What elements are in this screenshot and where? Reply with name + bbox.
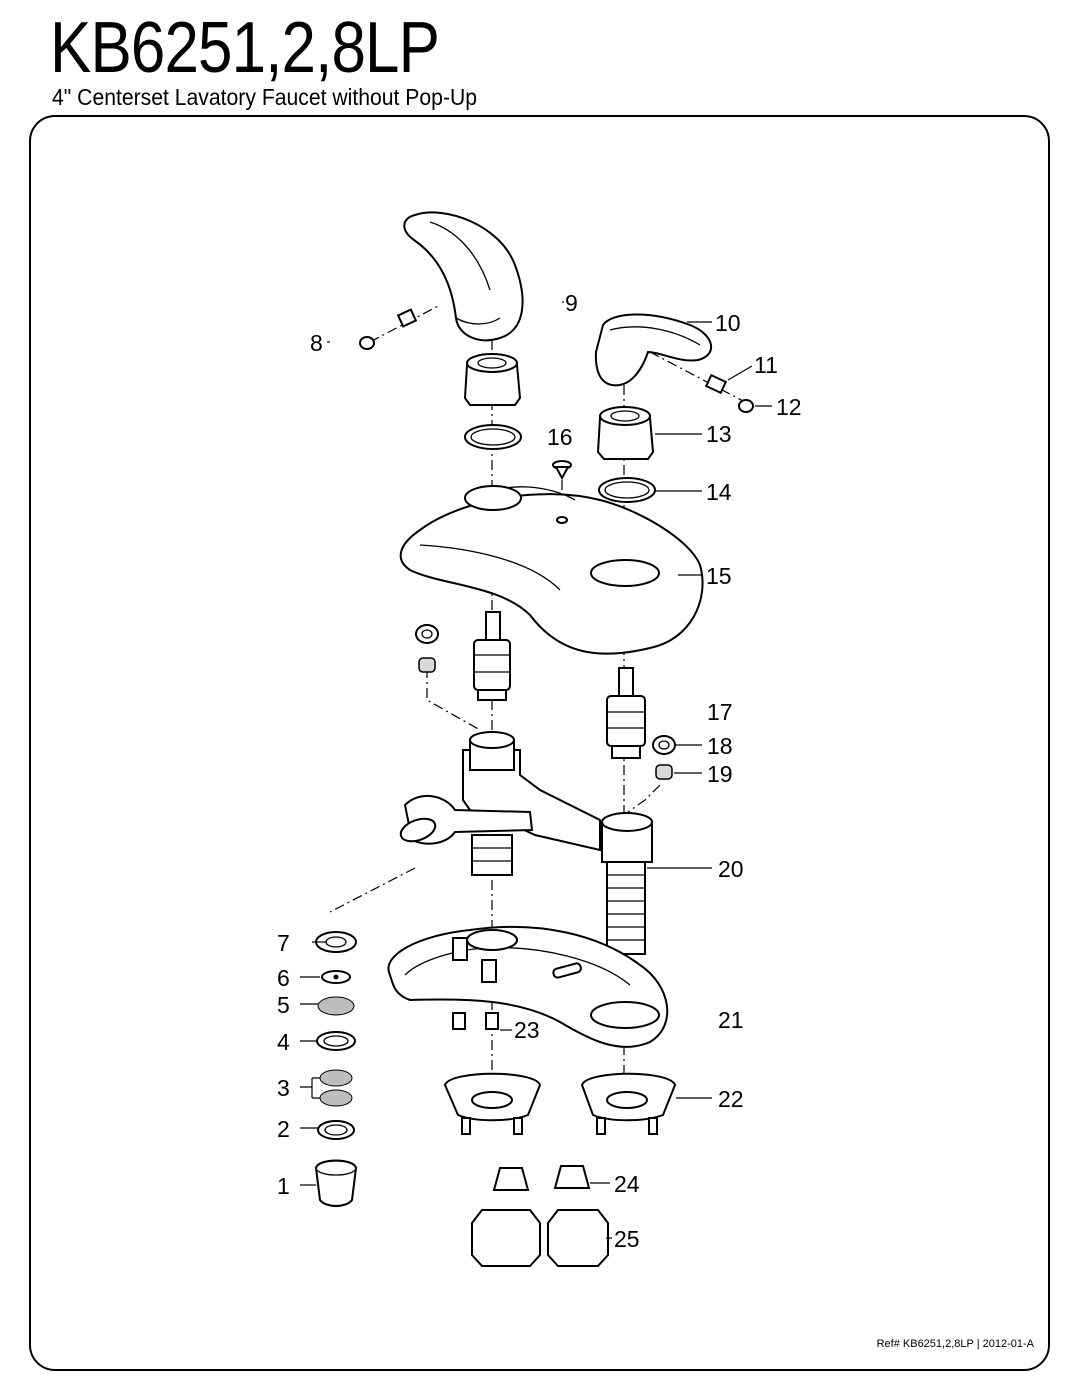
- reference-footer: Ref# KB6251,2,8LP | 2012-01-A: [877, 1338, 1034, 1350]
- aerator-stack: [314, 931, 358, 1207]
- seat-18: [652, 735, 676, 755]
- compression-sleeves: [492, 1165, 591, 1191]
- callout-12: 12: [776, 394, 802, 420]
- callout-8: 8: [310, 330, 323, 356]
- spring-19: [655, 764, 673, 780]
- callout-5: 5: [277, 992, 290, 1018]
- index-button-screw: [552, 460, 572, 481]
- mounting-screws: [452, 1012, 499, 1030]
- callout-25: 25: [614, 1226, 640, 1252]
- product-description: 4" Centerset Lavatory Faucet without Pop…: [52, 84, 478, 110]
- callout-19: 19: [707, 761, 733, 787]
- left-handle-adapter: [463, 353, 522, 406]
- callout-4: 4: [277, 1029, 290, 1055]
- deck-cover-plate: [399, 485, 704, 655]
- callout-numbers: 1 2 3 4 5 6 7 8 9 10 11 12 13 14 15 16 1…: [277, 290, 802, 1252]
- callout-23: 23: [514, 1017, 540, 1043]
- callout-24: 24: [614, 1171, 640, 1197]
- model-number-title: KB6251,2,8LP: [50, 8, 440, 88]
- right-cartridge: [606, 667, 646, 759]
- callout-15: 15: [706, 563, 732, 589]
- callout-22: 22: [718, 1086, 744, 1112]
- right-handle-adapter: [596, 406, 655, 460]
- callout-14: 14: [706, 479, 732, 505]
- callout-7: 7: [277, 930, 290, 956]
- callout-20: 20: [718, 856, 744, 882]
- set-screw-left: [359, 308, 418, 350]
- callout-21: 21: [718, 1007, 744, 1033]
- set-screw-right: [704, 373, 754, 413]
- callout-1: 1: [277, 1173, 290, 1199]
- diagram-frame: [29, 115, 1050, 1371]
- callout-17: 17: [707, 699, 733, 725]
- seat-and-spring-left: [415, 624, 439, 673]
- base-gasket: [387, 925, 669, 1048]
- callout-9: 9: [565, 290, 578, 316]
- callout-6: 6: [277, 965, 290, 991]
- ref-model: KB6251,2,8LP: [902, 1338, 974, 1350]
- callout-11: 11: [754, 352, 778, 378]
- mounting-base-right: [580, 1072, 677, 1135]
- callout-10: 10: [715, 310, 741, 336]
- ref-prefix: Ref#: [876, 1338, 903, 1350]
- callout-13: 13: [706, 421, 732, 447]
- left-cartridge: [473, 611, 511, 701]
- callout-leader-lines: [300, 301, 772, 1239]
- left-lever-handle: [403, 211, 524, 342]
- mounting-base-left: [443, 1072, 542, 1135]
- spout: [399, 794, 534, 845]
- ref-separator: |: [973, 1338, 983, 1350]
- coupling-nuts: [471, 1209, 609, 1267]
- callout-2: 2: [277, 1116, 290, 1142]
- callout-18: 18: [707, 733, 733, 759]
- callout-3: 3: [277, 1075, 290, 1101]
- right-lever-handle: [594, 313, 713, 387]
- valve-body: [462, 731, 653, 955]
- callout-16: 16: [547, 424, 573, 450]
- ref-revision: 2012-01-A: [982, 1338, 1034, 1350]
